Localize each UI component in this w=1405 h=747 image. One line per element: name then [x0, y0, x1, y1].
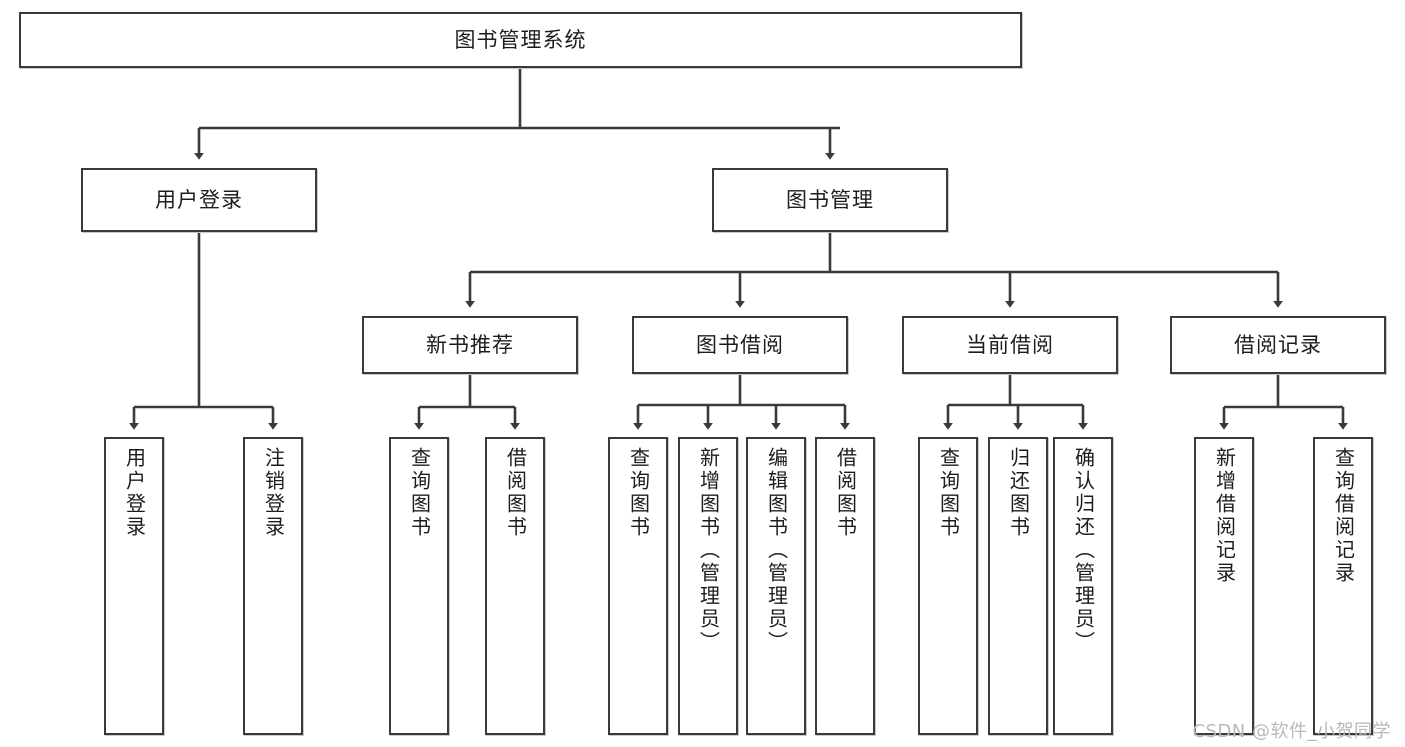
node-leaf-return-book-label: 归还图书	[1006, 447, 1031, 539]
node-leaf-query-book-rec-label: 查询图书	[407, 447, 432, 539]
node-leaf-borrow-book[interactable]: 借阅图书	[815, 437, 875, 735]
node-new-book-recommend-label: 新书推荐	[426, 332, 514, 357]
node-leaf-query-borrow-record[interactable]: 查询借阅记录	[1313, 437, 1373, 735]
node-book-borrow[interactable]: 图书借阅	[632, 316, 848, 374]
node-leaf-query-book-current-label: 查询图书	[936, 447, 961, 539]
node-leaf-edit-book[interactable]: 编辑图书（管理员）	[746, 437, 806, 735]
node-current-borrow-label: 当前借阅	[966, 332, 1054, 357]
node-leaf-user-logout[interactable]: 注销登录	[243, 437, 303, 735]
node-new-book-recommend[interactable]: 新书推荐	[362, 316, 578, 374]
node-root[interactable]: 图书管理系统	[19, 12, 1022, 68]
node-current-borrow[interactable]: 当前借阅	[902, 316, 1118, 374]
node-leaf-add-book-label: 新增图书（管理员）	[696, 447, 721, 654]
node-leaf-add-borrow-record-label: 新增借阅记录	[1212, 447, 1237, 585]
node-root-label: 图书管理系统	[454, 27, 587, 52]
node-leaf-add-book[interactable]: 新增图书（管理员）	[678, 437, 738, 735]
node-user-login-label: 用户登录	[155, 187, 243, 212]
node-borrow-record[interactable]: 借阅记录	[1170, 316, 1386, 374]
node-leaf-edit-book-label: 编辑图书（管理员）	[764, 447, 789, 654]
node-user-login[interactable]: 用户登录	[81, 168, 317, 232]
node-book-manage-label: 图书管理	[786, 187, 874, 212]
node-leaf-return-book[interactable]: 归还图书	[988, 437, 1048, 735]
node-leaf-query-book-current[interactable]: 查询图书	[918, 437, 978, 735]
node-leaf-query-book-borrow[interactable]: 查询图书	[608, 437, 668, 735]
node-leaf-query-book-borrow-label: 查询图书	[626, 447, 651, 539]
node-leaf-borrow-book-label: 借阅图书	[833, 447, 858, 539]
node-leaf-query-book-rec[interactable]: 查询图书	[389, 437, 449, 735]
node-leaf-confirm-return-label: 确认归还（管理员）	[1071, 447, 1096, 654]
node-leaf-user-logout-label: 注销登录	[261, 447, 286, 539]
node-borrow-record-label: 借阅记录	[1234, 332, 1322, 357]
watermark-text: CSDN @软件_小贺同学	[1192, 721, 1391, 742]
node-leaf-add-borrow-record[interactable]: 新增借阅记录	[1194, 437, 1254, 735]
node-leaf-confirm-return[interactable]: 确认归还（管理员）	[1053, 437, 1113, 735]
node-leaf-borrow-book-rec[interactable]: 借阅图书	[485, 437, 545, 735]
node-leaf-borrow-book-rec-label: 借阅图书	[503, 447, 528, 539]
node-leaf-query-borrow-record-label: 查询借阅记录	[1331, 447, 1356, 585]
node-book-borrow-label: 图书借阅	[696, 332, 784, 357]
node-book-manage[interactable]: 图书管理	[712, 168, 948, 232]
node-leaf-user-login-label: 用户登录	[122, 447, 147, 539]
node-leaf-user-login[interactable]: 用户登录	[104, 437, 164, 735]
